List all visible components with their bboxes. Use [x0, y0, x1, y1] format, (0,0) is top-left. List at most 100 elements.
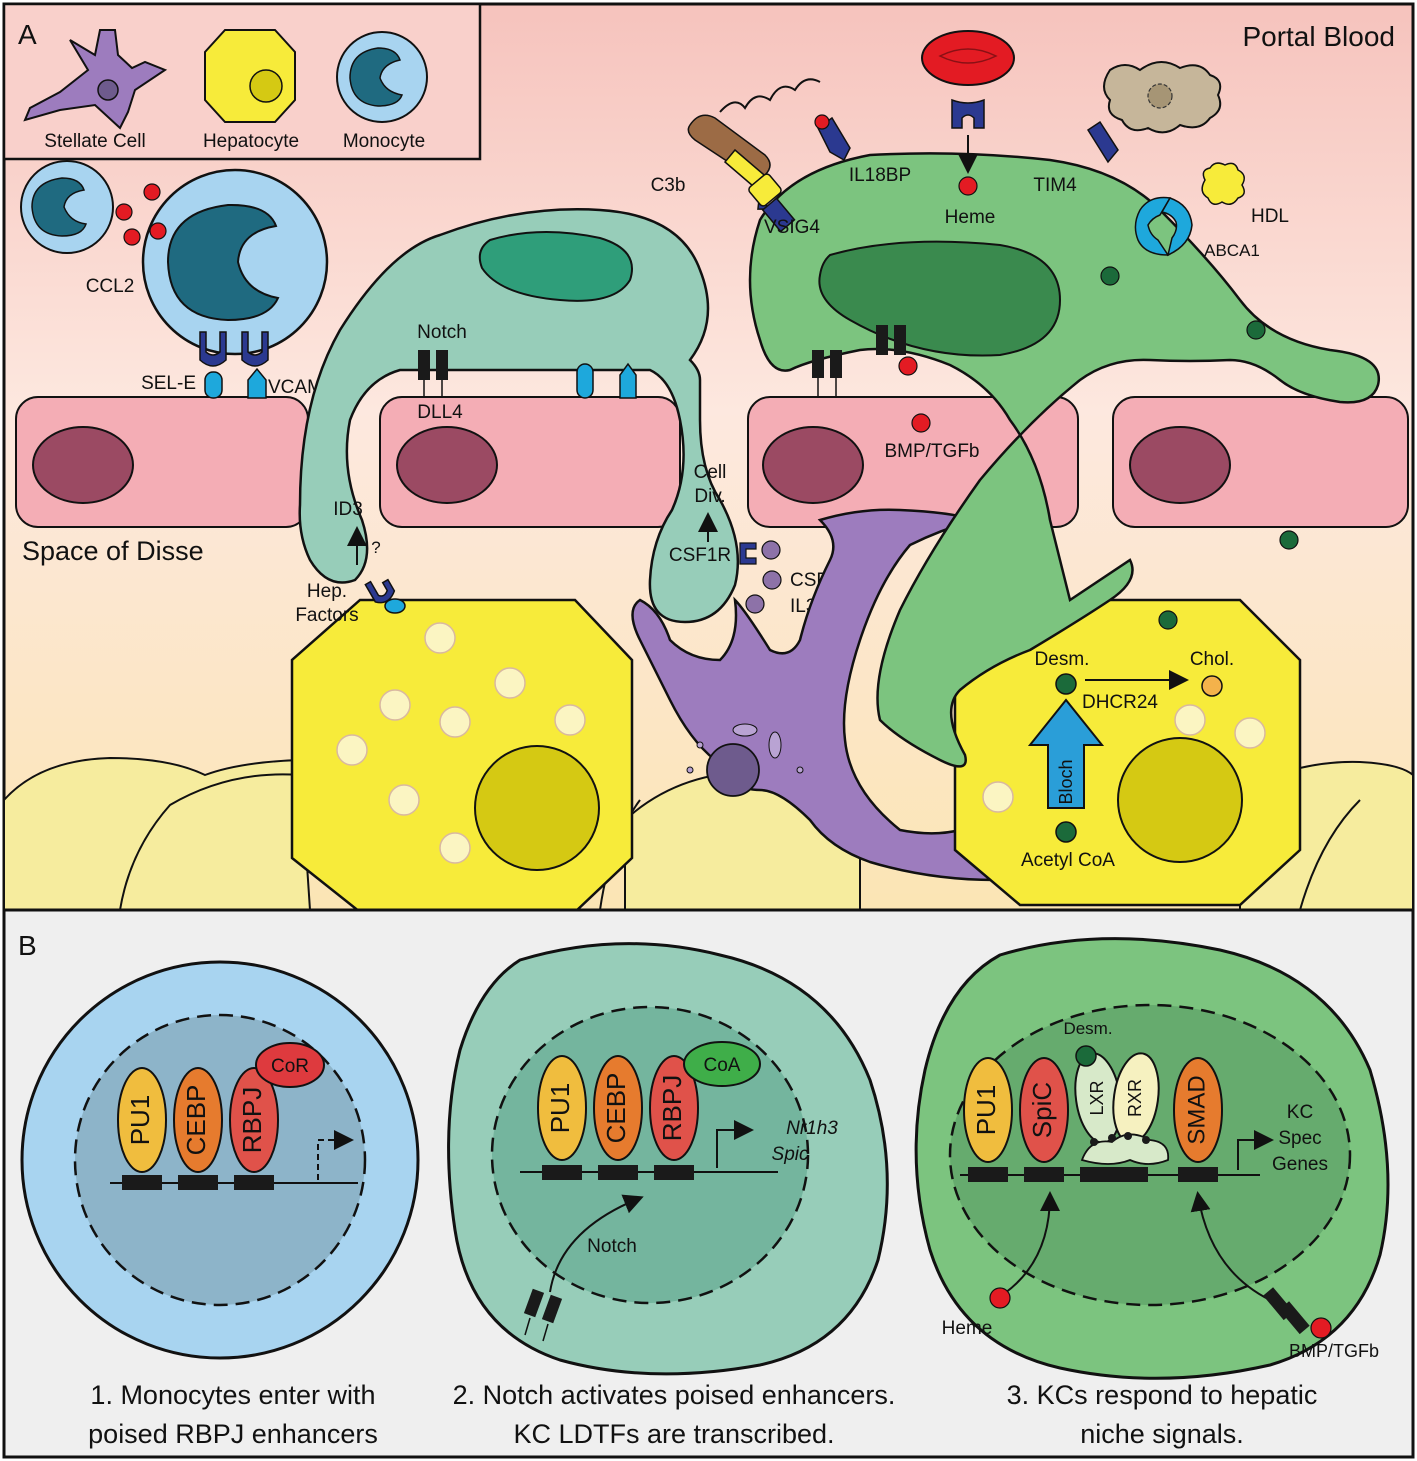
smad-factor — [1173, 1057, 1223, 1163]
rbpj-factor — [649, 1055, 699, 1161]
stellate-vesicle — [696, 741, 704, 749]
monocytes: CCL2 SEL-E VCAM1 — [20, 160, 333, 399]
red-blood-cell-center — [938, 48, 998, 64]
legend-stellate-nucleus — [97, 79, 119, 101]
dimer-contact — [1124, 1132, 1132, 1140]
legend-monocyte-nucleus — [349, 47, 404, 107]
cell-2-enhancer — [542, 1165, 582, 1180]
cell-div-label-2: Div. — [694, 486, 725, 507]
dimer-contact — [1108, 1134, 1116, 1142]
abca1-half — [1160, 197, 1193, 257]
stellate-cell — [631, 508, 998, 882]
hep-factors-label-1: Hep. — [307, 581, 347, 602]
lipid-droplet — [336, 734, 368, 766]
stellate-cell-body — [631, 508, 998, 882]
pu1-factor — [117, 1067, 167, 1173]
notch-stem — [524, 1317, 531, 1336]
desmosterol-dot — [1055, 673, 1077, 695]
kc-genes-label-3: Genes — [1272, 1154, 1328, 1175]
csf1-dot — [761, 540, 781, 560]
heme-dot — [958, 176, 978, 196]
pu1-label: PU1 — [971, 1085, 1001, 1136]
lsec-3-nucleus — [762, 426, 864, 504]
legend-hepatocyte-icon — [204, 29, 296, 123]
adhesion-ligand — [619, 362, 637, 399]
desm-label: Desm. — [1035, 649, 1090, 670]
kc-notch-receptor — [812, 350, 824, 378]
bmp-receptor — [876, 325, 888, 355]
lipid-droplet — [379, 689, 411, 721]
lipid-droplet — [388, 784, 420, 816]
legend-stellate-label: Stellate Cell — [44, 131, 145, 152]
cell-3-enhancer — [1024, 1167, 1064, 1182]
lipid-droplet — [494, 667, 526, 699]
desmosterol-dot — [1246, 320, 1266, 340]
cebp-label: CEBP — [601, 1073, 631, 1144]
cell-3-enhancer — [968, 1167, 1008, 1182]
pu1-factor — [963, 1057, 1013, 1163]
caption-1-line-2: poised RBPJ enhancers — [88, 1419, 378, 1449]
notch-label: Notch — [417, 322, 467, 343]
panel-a: A Stellate Cell Hepatocyte Monocyte Port… — [2, 2, 1415, 914]
c3b-head — [748, 173, 782, 207]
notch-receptor — [541, 1294, 563, 1324]
coactivator — [683, 1041, 761, 1087]
cebp-factor — [593, 1055, 643, 1161]
rxr-label: RXR — [1125, 1079, 1145, 1117]
cell-div-label-1: Cell — [694, 462, 727, 483]
sele-ligand — [204, 371, 223, 399]
lxr-label: LXR — [1087, 1080, 1107, 1115]
panel-b: B PU1 CEBP RBPJ CoR — [2, 908, 1415, 1459]
desmosterol-dot — [1158, 610, 1178, 630]
portal-blood-label: Portal Blood — [1242, 21, 1395, 52]
heme-signal-arrow — [1004, 1191, 1060, 1294]
legend: A Stellate Cell Hepatocyte Monocyte — [2, 2, 482, 161]
legend-hepatocyte-nucleus — [249, 69, 283, 103]
cell-3-enhancer — [1178, 1167, 1218, 1182]
bmp-tgfb-label: BMP/TGFb — [884, 441, 979, 462]
kc-genes-label-2: Spec — [1278, 1128, 1321, 1149]
cell-2-enhancer — [598, 1165, 638, 1180]
vsig4-label: VSIG4 — [764, 217, 820, 238]
cell-2-tss-arrow — [716, 1120, 754, 1168]
chol-label: Chol. — [1190, 649, 1234, 670]
csf1r-receptor — [739, 542, 757, 565]
notch-stem — [542, 1323, 549, 1342]
stellate-vesicle — [686, 766, 694, 774]
nr1h3-label: Nr1h3 — [786, 1118, 838, 1139]
bmp-dot-b — [1310, 1317, 1332, 1339]
lipid-droplet — [439, 832, 471, 864]
lsec-4-nucleus — [1129, 426, 1231, 504]
cell-1-enhancer — [234, 1175, 274, 1190]
kc-precursor-nucleus — [478, 230, 633, 302]
hepatocyte-right-nucleus — [1117, 737, 1243, 863]
id3-label: ID3 — [333, 499, 363, 520]
tim4-label: TIM4 — [1033, 175, 1077, 196]
c3b-label: C3b — [651, 175, 686, 196]
monocyte-large-nucleus — [166, 203, 280, 322]
captions: 1. Monocytes enter with poised RBPJ enha… — [88, 1380, 1317, 1449]
bmp-signal-arrow — [1190, 1191, 1271, 1301]
pu1-factor — [537, 1055, 587, 1161]
cell-1-enhancer — [178, 1175, 218, 1190]
bmp-label-b: BMP/TGFb — [1289, 1341, 1379, 1361]
sele-label: SEL-E — [141, 373, 196, 394]
cell-3-kupffer: PU1 SpiC LXR RXR SMAD Desm. KC Spec Gene… — [914, 937, 1390, 1380]
lipid-droplet — [1234, 717, 1266, 749]
smad-label: SMAD — [1183, 1075, 1210, 1144]
panel-b-letter: B — [18, 930, 37, 961]
desmosterol-dot — [1100, 266, 1120, 286]
csf1r-label: CSF1R — [669, 545, 731, 566]
legend-hepatocyte-label: Hepatocyte — [203, 131, 299, 152]
apoptotic-cell-nucleus — [1147, 83, 1173, 109]
bmp-receptor-b — [1279, 1301, 1310, 1335]
il18-ligand — [814, 114, 830, 130]
rbpj-label: RBPJ — [657, 1075, 687, 1141]
lipid-droplet — [439, 706, 471, 738]
corepressor — [255, 1042, 325, 1088]
kc-precursor: Notch DLL4 ID3 ? Hep. Factors Cell Div. … — [295, 208, 839, 626]
rbpj-label: RBPJ — [237, 1087, 267, 1153]
notch-label-b: Notch — [587, 1236, 637, 1257]
heme-dot-b — [989, 1287, 1011, 1309]
